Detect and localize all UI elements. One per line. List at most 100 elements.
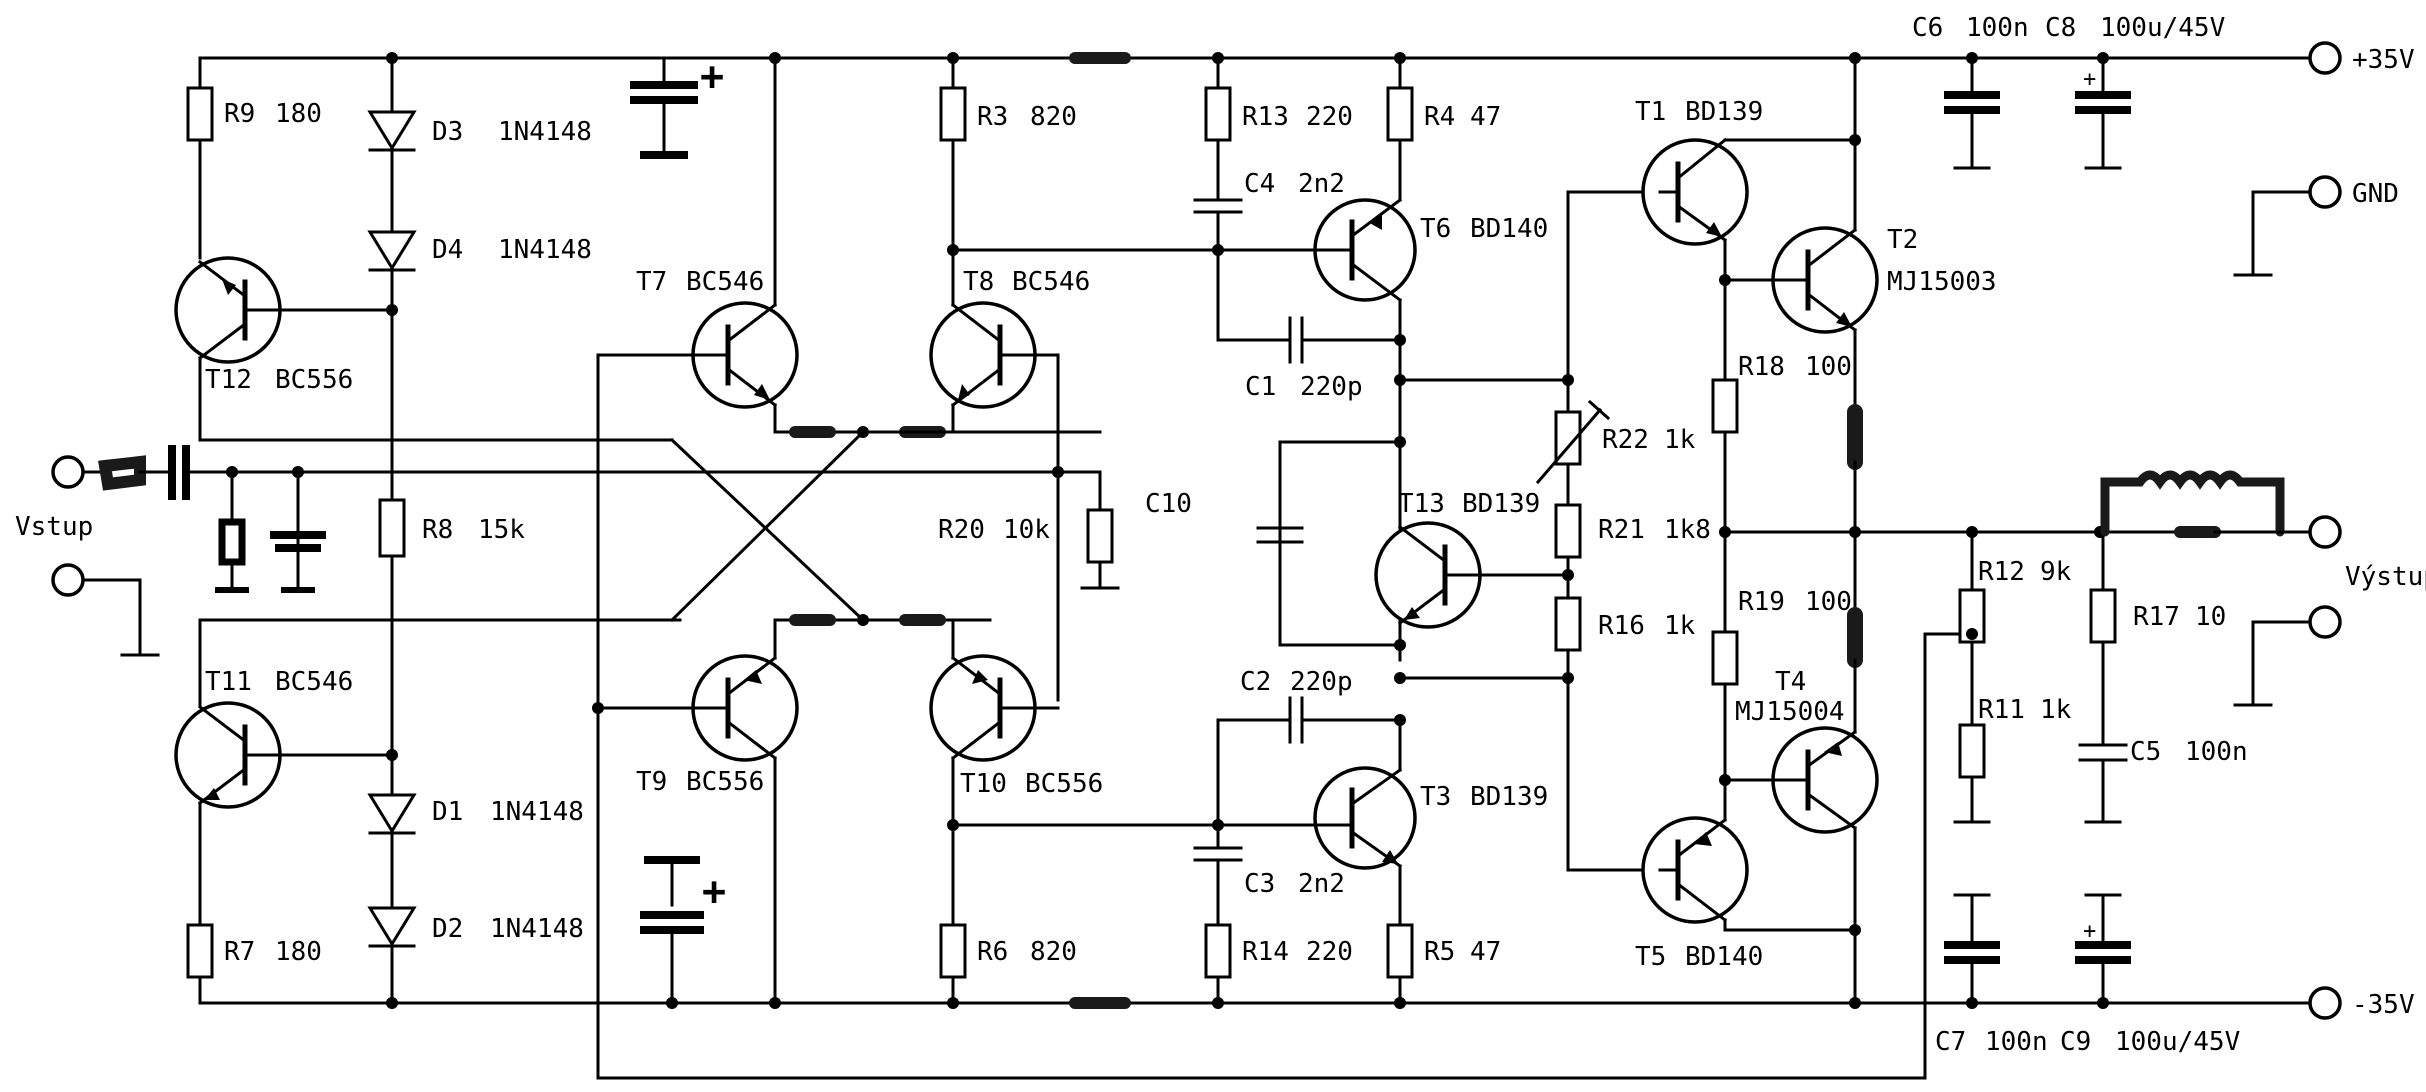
resistor-R19: R19 100 — [1711, 530, 1852, 786]
svg-text:1k: 1k — [1664, 425, 1696, 455]
svg-text:10k: 10k — [1003, 515, 1050, 545]
svg-text:R4: R4 — [1424, 102, 1455, 132]
svg-text:BD139: BD139 — [1462, 489, 1540, 519]
resistor-R6: R6 820 — [939, 756, 1320, 1009]
svg-text:C9: C9 — [2060, 1027, 2091, 1057]
feedback-bottom-wire — [596, 353, 1977, 1080]
svg-text:220p: 220p — [1300, 372, 1363, 402]
output-port: Výstup — [2233, 515, 2426, 707]
driver-base-wiring — [1566, 190, 1662, 872]
svg-text:GND: GND — [2352, 179, 2399, 209]
transistor-T10: T10 BC556 — [929, 618, 1103, 799]
svg-text:T11: T11 — [205, 667, 252, 697]
resistor-R8: R8 15k — [378, 498, 525, 558]
svg-text:C5: C5 — [2130, 737, 2161, 767]
svg-text:R20: R20 — [938, 515, 985, 545]
diode-D1: D1 1N4148 — [367, 793, 584, 835]
resistor-R4: R4 47 — [1386, 52, 1501, 202]
svg-text:BD140: BD140 — [1685, 942, 1763, 972]
svg-text:T9: T9 — [636, 767, 667, 797]
resistor-R18: R18 100 — [1711, 352, 1852, 538]
input-port: Vstup — [15, 445, 1102, 657]
svg-text:D3: D3 — [432, 117, 463, 147]
capacitor-T13-bypass — [1256, 526, 1304, 544]
diode-D3: D3 1N4148 — [367, 110, 592, 152]
resistor-R3: R3 820 — [939, 52, 1212, 307]
svg-text:BD140: BD140 — [1470, 214, 1548, 244]
trimmer-R22: R22 1k — [1535, 378, 1696, 485]
capacitor-C5: C5 100n — [2078, 737, 2248, 824]
svg-text:180: 180 — [275, 99, 322, 129]
resistor-R14: R14 220 — [1204, 923, 1353, 1009]
svg-text:T4: T4 — [1775, 667, 1806, 697]
capacitor-top-electrolytic: + — [630, 54, 724, 159]
svg-text:T8: T8 — [963, 267, 994, 297]
svg-text:Výstup: Výstup — [2345, 562, 2426, 592]
svg-text:D1: D1 — [432, 797, 463, 827]
svg-text:+: + — [702, 869, 726, 915]
svg-text:R11: R11 — [1978, 695, 2025, 725]
svg-text:R22: R22 — [1602, 425, 1649, 455]
svg-text:C10: C10 — [1145, 489, 1192, 519]
transistor-T9: T9 BC556 — [592, 654, 799, 797]
svg-text:820: 820 — [1030, 937, 1077, 967]
svg-text:220: 220 — [1306, 102, 1353, 132]
capacitor-C6: C6 100n — [1912, 13, 2029, 170]
svg-text:MJ15004: MJ15004 — [1735, 697, 1845, 727]
resistor-R20: R20 10k C10 — [938, 466, 1192, 590]
terminal-gnd: GND — [2233, 175, 2399, 277]
svg-text:C1: C1 — [1245, 372, 1276, 402]
svg-text:T12: T12 — [205, 365, 252, 395]
svg-text:2n2: 2n2 — [1298, 869, 1345, 899]
svg-text:220p: 220p — [1290, 667, 1353, 697]
svg-text:R5: R5 — [1424, 937, 1455, 967]
svg-text:D2: D2 — [432, 914, 463, 944]
output-inductor — [2098, 470, 2285, 538]
svg-text:R18: R18 — [1738, 352, 1785, 382]
svg-text:D4: D4 — [432, 235, 463, 265]
svg-text:R12: R12 — [1978, 557, 2025, 587]
capacitor-C9: + C9 100u/45V — [2060, 893, 2240, 1057]
svg-text:1k: 1k — [1664, 611, 1696, 641]
svg-text:R7: R7 — [224, 937, 255, 967]
svg-text:T7: T7 — [636, 267, 667, 297]
emitter-ferrite-upper — [1847, 404, 1863, 538]
svg-text:T1: T1 — [1635, 97, 1666, 127]
svg-text:C4: C4 — [1244, 169, 1275, 199]
svg-text:2n2: 2n2 — [1298, 169, 1345, 199]
resistor-R17: R17 10 — [2089, 530, 2226, 747]
svg-text:1N4148: 1N4148 — [490, 797, 584, 827]
svg-text:1N4148: 1N4148 — [498, 117, 592, 147]
svg-text:R3: R3 — [977, 102, 1008, 132]
resistor-R11: R11 1k — [1953, 695, 2072, 824]
svg-text:1N4148: 1N4148 — [490, 914, 584, 944]
diff-pair-bottom-wiring — [669, 437, 992, 1009]
transistor-T3: T3 BD139 — [1313, 718, 1548, 870]
svg-text:180: 180 — [275, 937, 322, 967]
svg-text:100n: 100n — [2185, 737, 2248, 767]
transistor-T5: T5 BD140 — [1635, 778, 1857, 972]
svg-text:10: 10 — [2195, 602, 2226, 632]
svg-text:BC556: BC556 — [1025, 769, 1103, 799]
svg-text:1k: 1k — [2040, 695, 2072, 725]
resistor-R9: R9 180 — [186, 56, 322, 260]
svg-text:C7: C7 — [1935, 1027, 1966, 1057]
svg-text:-35V: -35V — [2352, 990, 2415, 1020]
svg-text:+: + — [2083, 919, 2096, 944]
svg-text:100n: 100n — [1966, 13, 2029, 43]
svg-text:820: 820 — [1030, 102, 1077, 132]
transistor-T8: T8 BC546 — [929, 267, 1090, 702]
resistor-R16: R16 1k — [1554, 596, 1696, 680]
transistor-T7: T7 BC546 — [596, 267, 799, 409]
diff-pair-top-wiring — [669, 52, 1102, 623]
svg-text:R14: R14 — [1242, 937, 1289, 967]
svg-text:T10: T10 — [960, 769, 1007, 799]
svg-text:BC546: BC546 — [275, 667, 353, 697]
svg-text:15k: 15k — [478, 515, 525, 545]
svg-text:R9: R9 — [224, 99, 255, 129]
svg-text:C2: C2 — [1240, 667, 1271, 697]
svg-text:BD139: BD139 — [1685, 97, 1763, 127]
svg-text:T3: T3 — [1420, 782, 1451, 812]
svg-text:100: 100 — [1805, 352, 1852, 382]
transistor-T13: T13 BD139 — [1374, 489, 1574, 629]
